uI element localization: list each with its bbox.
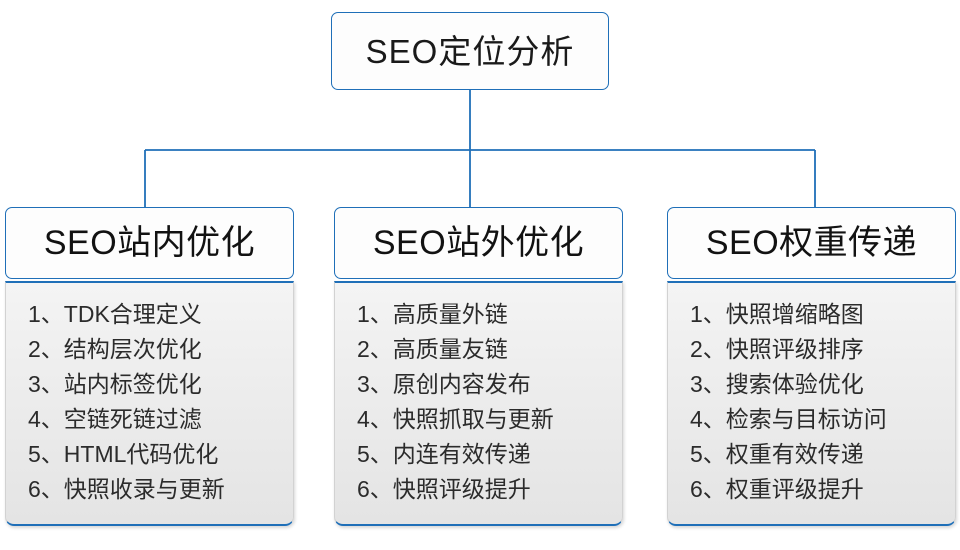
branch-column-3: SEO权重传递 1、快照增缩略图 2、快照评级排序 3、搜索体验优化 4、检索与…	[667, 207, 956, 526]
list-item: 1、快照增缩略图	[690, 297, 955, 332]
list-item-index: 2、	[690, 336, 726, 362]
list-item-index: 3、	[690, 371, 726, 397]
list-item-text: HTML代码优化	[63, 441, 219, 467]
branch-header-label-2: SEO站外优化	[372, 224, 585, 262]
list-item-text: 结构层次优化	[63, 336, 202, 362]
list-item-text: 高质量友链	[392, 336, 508, 362]
list-item-text: 检索与目标访问	[725, 406, 887, 432]
list-item-index: 4、	[28, 406, 64, 432]
list-item: 1、TDK合理定义	[28, 297, 293, 332]
list-item: 5、HTML代码优化	[28, 437, 293, 472]
list-item: 6、权重评级提升	[690, 472, 955, 507]
item-list-2: 1、高质量外链 2、高质量友链 3、原创内容发布 4、快照抓取与更新 5、内连有…	[357, 297, 622, 507]
branch-header-label-1: SEO站内优化	[43, 224, 256, 262]
list-item-text: 内连有效传递	[392, 441, 531, 467]
list-item: 3、搜索体验优化	[690, 367, 955, 402]
list-item: 5、权重有效传递	[690, 437, 955, 472]
list-item-index: 2、	[357, 336, 393, 362]
list-item-index: 6、	[28, 476, 64, 502]
branch-header-3[interactable]: SEO权重传递	[667, 207, 956, 279]
list-item-text: 快照增缩略图	[725, 301, 864, 327]
list-item-text: 快照评级排序	[725, 336, 864, 362]
list-item-index: 2、	[28, 336, 64, 362]
list-item-text: 站内标签优化	[63, 371, 202, 397]
branch-body-3: 1、快照增缩略图 2、快照评级排序 3、搜索体验优化 4、检索与目标访问 5、权…	[667, 281, 956, 526]
list-item-index: 4、	[690, 406, 726, 432]
list-item: 2、快照评级排序	[690, 332, 955, 367]
list-item-index: 1、	[357, 301, 393, 327]
branch-column-1: SEO站内优化 1、TDK合理定义 2、结构层次优化 3、站内标签优化 4、空链…	[5, 207, 294, 526]
branch-column-2: SEO站外优化 1、高质量外链 2、高质量友链 3、原创内容发布 4、快照抓取与…	[334, 207, 623, 526]
list-item: 5、内连有效传递	[357, 437, 622, 472]
list-item: 4、快照抓取与更新	[357, 402, 622, 437]
list-item: 2、高质量友链	[357, 332, 622, 367]
branch-body-2: 1、高质量外链 2、高质量友链 3、原创内容发布 4、快照抓取与更新 5、内连有…	[334, 281, 623, 526]
list-item-text: 高质量外链	[392, 301, 508, 327]
list-item: 2、结构层次优化	[28, 332, 293, 367]
list-item-index: 6、	[690, 476, 726, 502]
list-item: 4、空链死链过滤	[28, 402, 293, 437]
list-item: 6、快照收录与更新	[28, 472, 293, 507]
list-item-text: 快照评级提升	[392, 476, 531, 502]
root-node[interactable]: SEO定位分析	[331, 12, 609, 90]
list-item: 4、检索与目标访问	[690, 402, 955, 437]
list-item-index: 3、	[28, 371, 64, 397]
list-item-index: 5、	[28, 441, 64, 467]
list-item: 6、快照评级提升	[357, 472, 622, 507]
branch-header-2[interactable]: SEO站外优化	[334, 207, 623, 279]
list-item-text: 原创内容发布	[392, 371, 531, 397]
list-item-text: 权重有效传递	[725, 441, 864, 467]
list-item-index: 1、	[690, 301, 726, 327]
list-item-index: 1、	[28, 301, 64, 327]
list-item: 3、站内标签优化	[28, 367, 293, 402]
list-item-text: 快照抓取与更新	[392, 406, 554, 432]
branch-header-1[interactable]: SEO站内优化	[5, 207, 294, 279]
list-item-text: 空链死链过滤	[63, 406, 202, 432]
list-item-index: 6、	[357, 476, 393, 502]
list-item-index: 3、	[357, 371, 393, 397]
list-item: 3、原创内容发布	[357, 367, 622, 402]
item-list-1: 1、TDK合理定义 2、结构层次优化 3、站内标签优化 4、空链死链过滤 5、H…	[28, 297, 293, 507]
list-item-text: 搜索体验优化	[725, 371, 864, 397]
list-item-text: TDK合理定义	[63, 301, 202, 327]
item-list-3: 1、快照增缩略图 2、快照评级排序 3、搜索体验优化 4、检索与目标访问 5、权…	[690, 297, 955, 507]
branch-body-1: 1、TDK合理定义 2、结构层次优化 3、站内标签优化 4、空链死链过滤 5、H…	[5, 281, 294, 526]
list-item-index: 4、	[357, 406, 393, 432]
root-node-label: SEO定位分析	[365, 32, 575, 70]
branch-header-label-3: SEO权重传递	[705, 224, 918, 262]
list-item-index: 5、	[357, 441, 393, 467]
list-item-text: 权重评级提升	[725, 476, 864, 502]
list-item-text: 快照收录与更新	[63, 476, 225, 502]
list-item-index: 5、	[690, 441, 726, 467]
list-item: 1、高质量外链	[357, 297, 622, 332]
